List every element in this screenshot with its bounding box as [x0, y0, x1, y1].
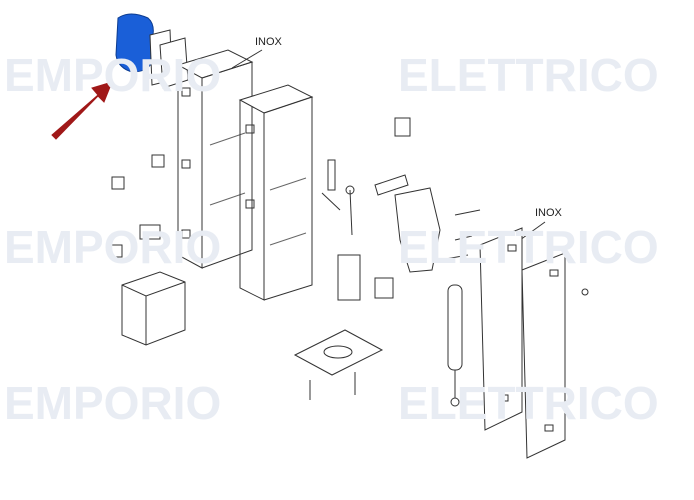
- small-bracket: [139, 224, 161, 240]
- label-inox-column: INOX: [255, 36, 282, 48]
- balance-spring: [447, 284, 463, 371]
- leader-line: [231, 49, 263, 69]
- limit-switch: [394, 117, 411, 137]
- transformer: [374, 277, 394, 299]
- control-board: [337, 254, 361, 301]
- small-bracket: [151, 154, 165, 168]
- bracket: [374, 174, 409, 196]
- door-panel-2: [521, 252, 566, 459]
- control-box: [121, 271, 186, 346]
- column-right: [238, 84, 314, 301]
- door-panel-1: [479, 227, 523, 431]
- foundation-plate: [293, 329, 384, 376]
- highlighted-cover-part: [115, 13, 154, 73]
- small-bracket: [111, 176, 125, 190]
- release-key: [349, 189, 353, 236]
- bolt: [321, 159, 341, 211]
- pointer-arrow: [51, 81, 113, 140]
- screw: [581, 288, 589, 296]
- mount-plate: [159, 37, 189, 89]
- leader-line: [519, 221, 546, 241]
- label-inox-panel: INOX: [535, 207, 562, 219]
- small-bracket: [109, 244, 123, 258]
- gear-motor: [394, 187, 441, 273]
- column-left: [176, 49, 254, 269]
